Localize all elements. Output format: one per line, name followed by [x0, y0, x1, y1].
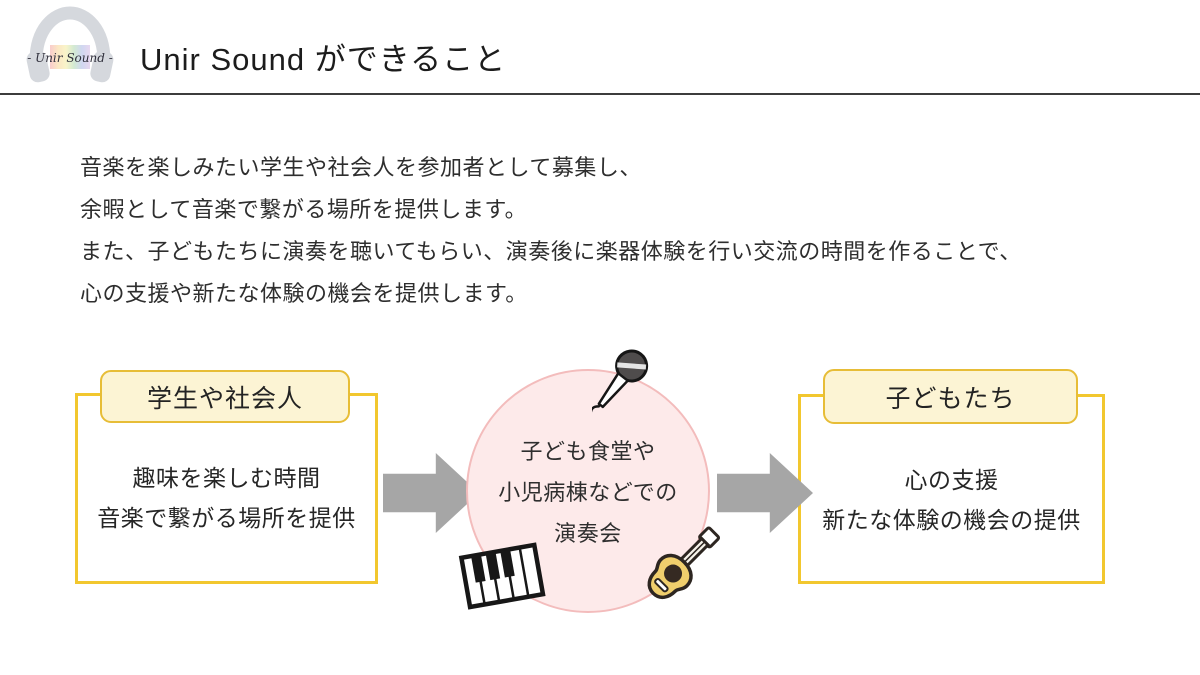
- intro-line: また、子どもたちに演奏を聴いてもらい、演奏後に楽器体験を行い交流の時間を作ること…: [80, 239, 1022, 264]
- intro-line: 音楽を楽しみたい学生や社会人を参加者として募集し、: [80, 155, 642, 180]
- piano-keys-icon: [456, 538, 548, 612]
- header-divider: [0, 93, 1200, 95]
- concert-line: 演奏会: [554, 521, 622, 546]
- participants-line: 音楽で繋がる場所を提供: [97, 505, 356, 531]
- brand-logo: - Unir Sound -: [22, 5, 118, 91]
- concert-line: 小児病棟などでの: [498, 480, 678, 505]
- children-box-title-label: 子どもたち: [885, 384, 1016, 413]
- intro-text: 音楽を楽しみたい学生や社会人を参加者として募集し、 余暇として音楽で繋がる場所を…: [80, 147, 1022, 315]
- flow-arrow-left-icon: [383, 453, 479, 533]
- page-title: Unir Sound ができること: [140, 42, 507, 77]
- participants-box-text: 趣味を楽しむ時間 音楽で繋がる場所を提供: [75, 458, 378, 538]
- children-line: 心の支援: [904, 467, 999, 493]
- participants-line: 趣味を楽しむ時間: [132, 465, 321, 491]
- participants-box: [75, 393, 378, 584]
- brand-script-text: - Unir Sound -: [27, 51, 113, 65]
- participants-box-title-label: 学生や社会人: [146, 384, 303, 413]
- children-box-text: 心の支援 新たな体験の機会の提供: [798, 460, 1105, 540]
- concert-circle-text: 子ども食堂や 小児病棟などでの 演奏会: [466, 431, 710, 554]
- children-line: 新たな体験の機会の提供: [822, 507, 1081, 533]
- participants-box-title: 学生や社会人: [100, 370, 350, 423]
- intro-line: 余暇として音楽で繋がる場所を提供します。: [80, 197, 528, 222]
- concert-line: 子ども食堂や: [520, 439, 656, 464]
- headphones-icon: - Unir Sound -: [26, 6, 114, 83]
- microphone-icon: [589, 343, 654, 435]
- children-box-title: 子どもたち: [823, 369, 1078, 424]
- intro-line: 心の支援や新たな体験の機会を提供します。: [80, 281, 528, 306]
- guitar-icon: [634, 524, 734, 628]
